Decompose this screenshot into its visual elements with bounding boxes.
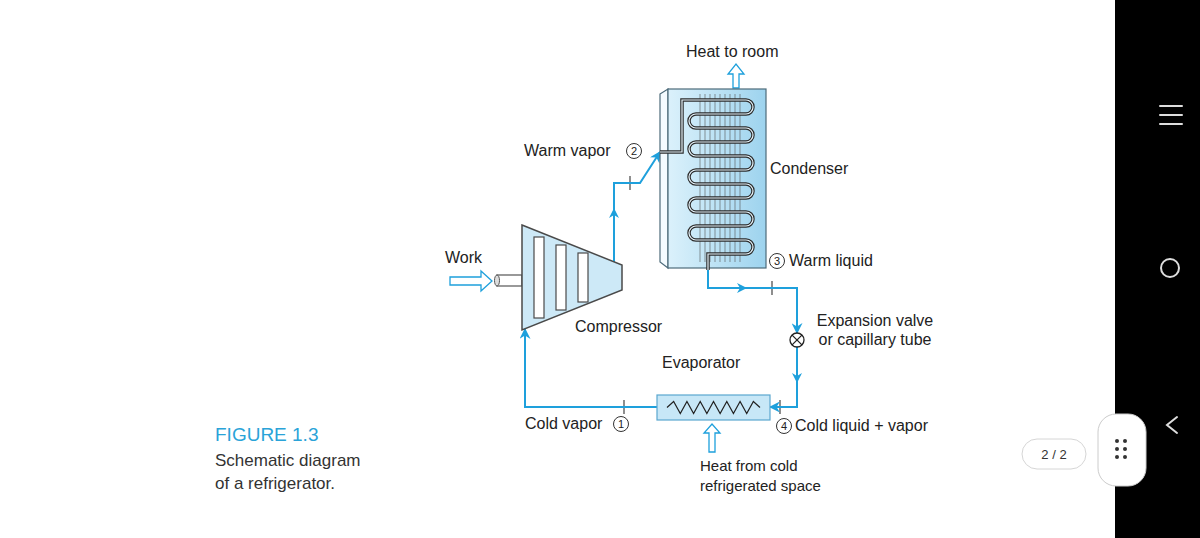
fin	[730, 94, 731, 262]
compressor: Compressor	[522, 225, 622, 330]
heat-out-arrow	[728, 64, 744, 88]
edge-label: Cold vapor	[525, 414, 602, 433]
callout-number-holder: 3	[769, 253, 785, 269]
page-indicator: 2 / 2	[1022, 446, 1086, 463]
refrigerant-pipe	[614, 152, 660, 262]
annotation-holder: Heat from cold refrigerated space	[700, 456, 850, 496]
valve-symbol	[790, 333, 804, 347]
menu-icon	[1160, 105, 1182, 107]
annotation-holder: Work	[445, 248, 482, 267]
component-label: Expansion valve or capillary tube	[812, 311, 938, 349]
dot	[1123, 439, 1127, 443]
evaporator-body	[657, 395, 770, 420]
dot	[1115, 455, 1119, 459]
caption: Schematic diagram of a refrigerator.	[215, 449, 373, 495]
expansion-valve: Expansion valve or capillary tube	[790, 333, 804, 347]
compressor-casing	[522, 225, 622, 330]
condenser-coil	[660, 100, 753, 270]
menu-icon	[1160, 123, 1182, 125]
refrigerant-pipe	[770, 347, 797, 407]
figure-number-holder: FIGURE 1.3	[215, 423, 318, 446]
heat-in-arrow	[704, 424, 720, 452]
annotation: Heat to room	[686, 42, 778, 61]
fin	[735, 94, 736, 262]
work-arrow	[450, 271, 492, 291]
dot	[1123, 455, 1127, 459]
fin	[740, 94, 741, 262]
compressor-shape	[522, 225, 622, 330]
shaft	[497, 275, 522, 286]
component-label: Compressor	[575, 317, 675, 336]
home-icon	[1161, 259, 1179, 277]
condenser-side	[660, 89, 668, 268]
dot	[1123, 447, 1127, 451]
compressor-stage	[534, 237, 544, 318]
dot	[1115, 439, 1119, 443]
page-pill	[1022, 439, 1086, 469]
fin	[720, 94, 721, 262]
evaporator-shape	[657, 395, 770, 420]
evaporator-coil	[667, 402, 760, 414]
annotation-holder: Heat to room	[686, 42, 778, 61]
compressor-stage	[556, 245, 566, 310]
edge-label-holder: Warm vapor	[524, 141, 611, 160]
callout-number: 3	[769, 253, 785, 269]
fin	[705, 94, 706, 262]
caption-holder: Schematic diagram of a refrigerator.	[215, 449, 373, 495]
condenser-coil	[660, 100, 753, 270]
condenser: Condenser	[660, 86, 766, 270]
dot	[1115, 447, 1119, 451]
shaft-end	[495, 275, 500, 286]
valve-cross	[792, 335, 802, 345]
callout-number: 4	[776, 418, 792, 434]
nav-icons	[1160, 106, 1182, 433]
grip-dots	[1115, 439, 1127, 459]
figure-number: FIGURE 1.3	[215, 423, 318, 446]
fin	[700, 94, 701, 262]
edge-label-holder: Warm liquid	[789, 251, 873, 270]
edge-label-holder: Cold liquid + vapor	[795, 416, 928, 435]
annotation: Heat from cold refrigerated space	[700, 456, 850, 496]
fin	[725, 94, 726, 262]
edge-label: Warm vapor	[524, 141, 611, 160]
callout-number: 1	[613, 416, 629, 432]
fin	[710, 94, 711, 262]
edge-label: Cold liquid + vapor	[795, 416, 928, 435]
condenser-shape	[660, 86, 766, 270]
callout-number-holder: 4	[776, 418, 792, 434]
refrigerant-pipe	[525, 329, 657, 407]
expansion-valve-shape	[790, 333, 804, 347]
callout-number-holder: 2	[626, 143, 642, 159]
refrigerant-pipe	[708, 270, 797, 333]
condenser-fins	[700, 94, 740, 262]
compressor-stage	[578, 253, 588, 302]
callout-number: 2	[626, 143, 642, 159]
edge-label-holder: Cold vapor	[525, 414, 602, 433]
page-indicator-holder: 2 / 2	[1022, 446, 1086, 463]
callout-number-holder: 1	[613, 416, 629, 432]
evaporator: Evaporator	[657, 395, 770, 420]
scroll-tab	[1098, 414, 1146, 486]
edge-label: Warm liquid	[789, 251, 873, 270]
component-label: Condenser	[770, 159, 876, 178]
annotation: Work	[445, 248, 482, 267]
component-label: Evaporator	[662, 353, 775, 372]
back-icon	[1167, 417, 1177, 433]
fin	[715, 94, 716, 262]
menu-icon	[1160, 114, 1182, 116]
